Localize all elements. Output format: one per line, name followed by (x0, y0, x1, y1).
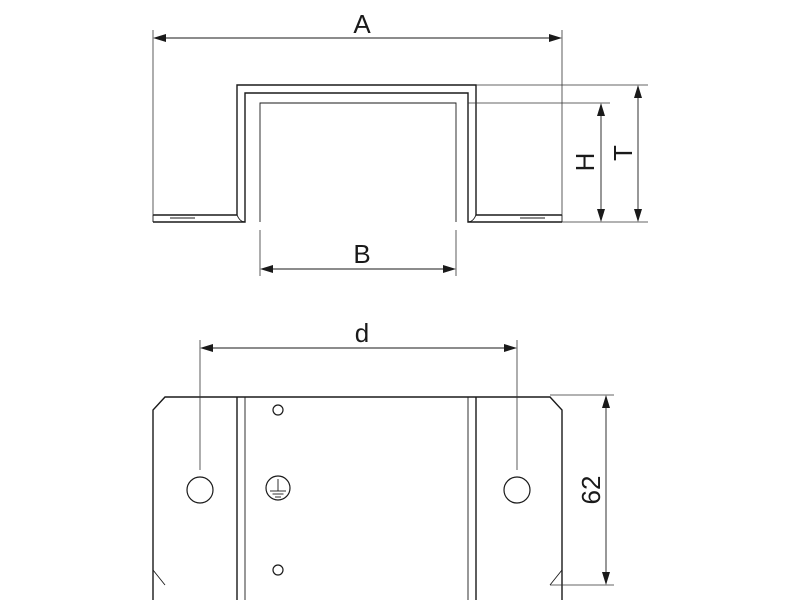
dimension-h-t: H T (468, 84, 648, 223)
label-d: d (355, 318, 369, 348)
arrow-b-right (443, 265, 456, 273)
bend-right (467, 214, 477, 223)
small-hole-bottom (272, 564, 284, 576)
label-b: B (353, 239, 370, 269)
arrow-t-bottom (634, 209, 642, 222)
label-62: 62 (576, 476, 606, 505)
label-a: A (353, 9, 371, 39)
side-view (152, 84, 563, 223)
arrow-h-top (597, 103, 605, 116)
arrow-a-left (153, 34, 166, 42)
profile-outer (153, 84, 562, 216)
arrow-a-right (549, 34, 562, 42)
arrow-62-bottom (602, 572, 610, 585)
label-t: T (608, 145, 638, 161)
arrow-b-left (260, 265, 273, 273)
arrow-62-top (602, 395, 610, 408)
chamfer-bottom-left (152, 569, 166, 586)
bend-left (236, 214, 246, 223)
arrow-t-top (634, 85, 642, 98)
arrow-d-right (504, 344, 517, 352)
dimension-a: A (152, 9, 563, 215)
mounting-hole-left (186, 476, 214, 504)
channel-inner (259, 102, 457, 222)
chamfer-bottom-right (549, 569, 563, 586)
dimension-62: 62 (550, 394, 614, 586)
profile-inner (153, 92, 562, 223)
earth-ground-icon (265, 475, 291, 501)
label-h: H (570, 153, 600, 172)
dimension-b: B (259, 230, 457, 276)
plate-outline (152, 396, 563, 600)
arrow-h-bottom (597, 209, 605, 222)
arrow-d-left (200, 344, 213, 352)
small-hole-top (272, 404, 284, 416)
mounting-hole-right (503, 476, 531, 504)
dimension-d: d (199, 318, 518, 470)
top-view (152, 396, 563, 600)
